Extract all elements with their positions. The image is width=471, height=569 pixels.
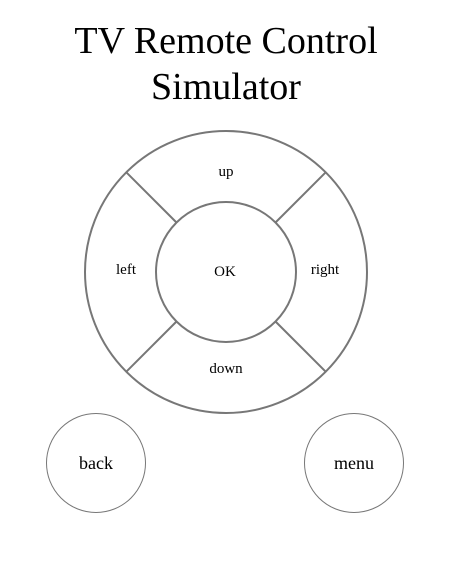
- page-title: TV Remote Control Simulator: [0, 18, 452, 110]
- menu-button-label: menu: [334, 452, 374, 473]
- dpad-right-button[interactable]: [275, 171, 368, 373]
- dpad-outer-ring: [84, 130, 368, 414]
- page-title-line-1: TV Remote Control: [74, 20, 378, 62]
- dpad-up-button[interactable]: [125, 130, 327, 223]
- page-title-line-2: Simulator: [151, 66, 301, 108]
- dpad-left-button[interactable]: [84, 171, 177, 373]
- dpad-down-button[interactable]: [125, 321, 327, 414]
- dpad-divider-bottom-right: [274, 320, 327, 373]
- direction-pad: up left right down OK: [84, 130, 368, 414]
- dpad-ok-button[interactable]: [155, 201, 297, 343]
- dpad-divider-top-left: [125, 171, 178, 224]
- back-button[interactable]: back: [46, 413, 146, 513]
- dpad-divider-bottom-left: [125, 320, 178, 373]
- direction-pad-graphic: [84, 130, 368, 414]
- back-button-label: back: [79, 452, 113, 473]
- menu-button[interactable]: menu: [304, 413, 404, 513]
- dpad-divider-top-right: [274, 171, 327, 224]
